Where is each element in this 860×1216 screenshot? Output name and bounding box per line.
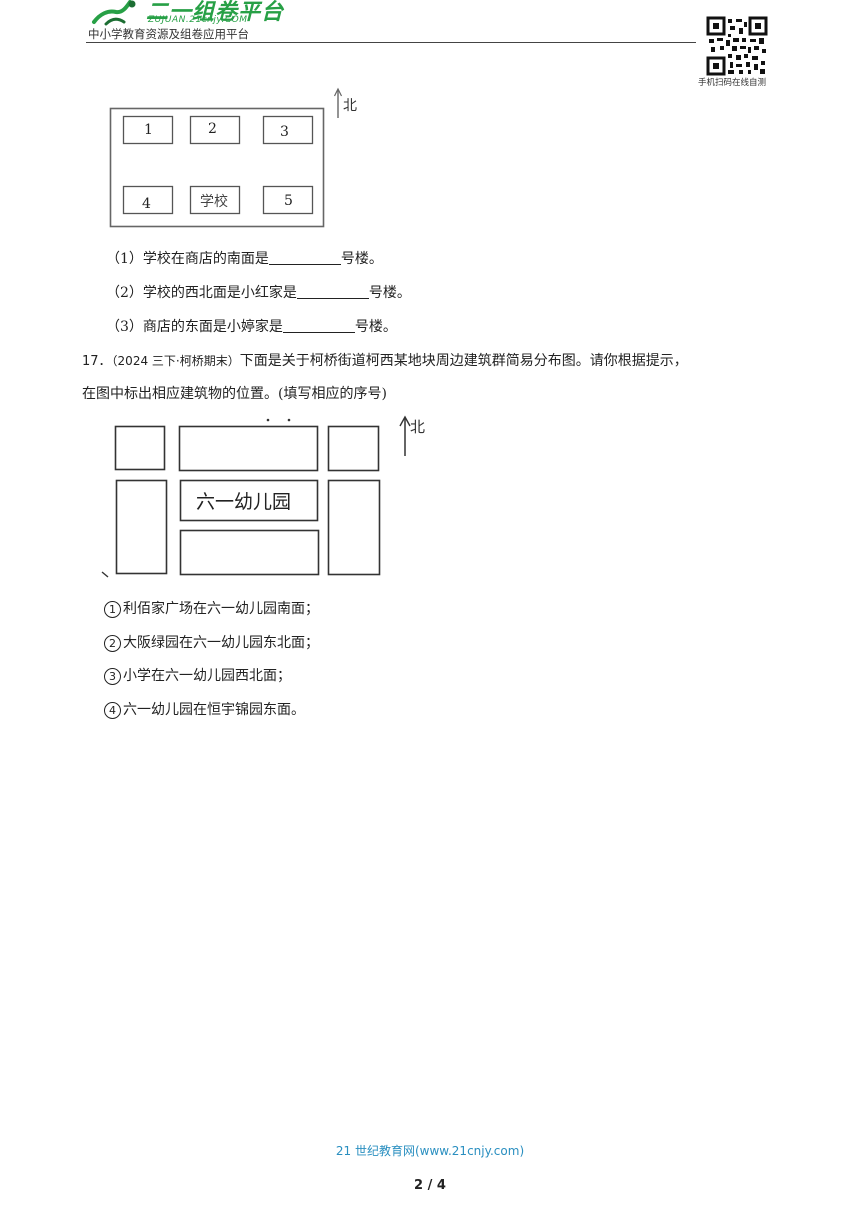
building-box-3: [262, 115, 314, 145]
building-box-1: [122, 115, 174, 145]
north-label: 北: [343, 98, 357, 114]
q16-item-2: （2）学校的西北面是小红家是号楼。: [106, 284, 411, 301]
building-box-4: [122, 185, 174, 215]
footer-link[interactable]: 21 世纪教育网(www.21cnjy.com): [335, 1144, 525, 1158]
header-divider: [86, 42, 696, 43]
logo-url: ZUJUAN.21cnjy.COM: [148, 15, 248, 25]
building-top-center: [178, 425, 319, 472]
building-left-tall: [115, 479, 168, 575]
header-tagline: 中小学教育资源及组卷应用平台: [88, 27, 249, 41]
qr-caption: 手机扫码在线自测: [698, 78, 767, 88]
qr-code-icon: [706, 16, 768, 76]
circled-number: 4: [104, 702, 121, 719]
building-bottom-center: [179, 529, 320, 576]
question-source: （2024 三下·柯桥期末）: [111, 354, 240, 368]
q16-item-3: （3）商店的东面是小婷家是号楼。: [106, 318, 397, 335]
building-box-2: [189, 115, 241, 145]
building-box-school: [189, 185, 241, 215]
q17-prompt-line2: 在图中标出相应建筑物的位置。(填写相应的序号): [82, 386, 387, 402]
building-label-4: 4: [142, 196, 151, 212]
q16-item-1: （1）学校在商店的南面是号楼。: [106, 250, 383, 267]
building-top-right: [327, 425, 380, 472]
building-label-3: 3: [280, 124, 289, 140]
answer-blank[interactable]: [282, 318, 355, 333]
building-label-school: 学校: [200, 193, 228, 210]
circled-number: 3: [104, 668, 121, 685]
q17-prompt-line1: 17．（2024 三下·柯桥期末）下面是关于柯桥街道柯西某地块周边建筑群简易分布…: [82, 353, 688, 369]
answer-blank[interactable]: [296, 284, 369, 299]
logo-runner-icon: [92, 0, 136, 26]
answer-blank[interactable]: [268, 250, 341, 265]
question-number: 17．: [82, 354, 112, 369]
building-top-left: [114, 425, 166, 471]
building-label-5: 5: [284, 193, 293, 209]
north-label: 北: [410, 418, 425, 436]
building-label-2: 2: [208, 121, 217, 137]
building-right-tall: [327, 479, 381, 576]
kindergarten-label: 六一幼儿园: [196, 491, 291, 513]
map-outer-frame: [109, 107, 325, 228]
stray-mark: [101, 571, 109, 578]
stray-dot: [287, 418, 291, 422]
page-number: 2 / 4: [414, 1178, 446, 1193]
logo-title: 二一组卷平台: [146, 0, 285, 25]
building-kindergarten: [179, 479, 319, 522]
building-box-5: [262, 185, 314, 215]
building-label-1: 1: [144, 122, 153, 138]
stray-dot: [266, 418, 270, 422]
map-kindergarten-layout: 六一幼儿园 北: [101, 415, 425, 578]
map-school-layout: 北 1 2 3 4 学校 5: [109, 87, 357, 228]
circled-number: 2: [104, 635, 121, 652]
circled-number: 1: [104, 601, 121, 618]
